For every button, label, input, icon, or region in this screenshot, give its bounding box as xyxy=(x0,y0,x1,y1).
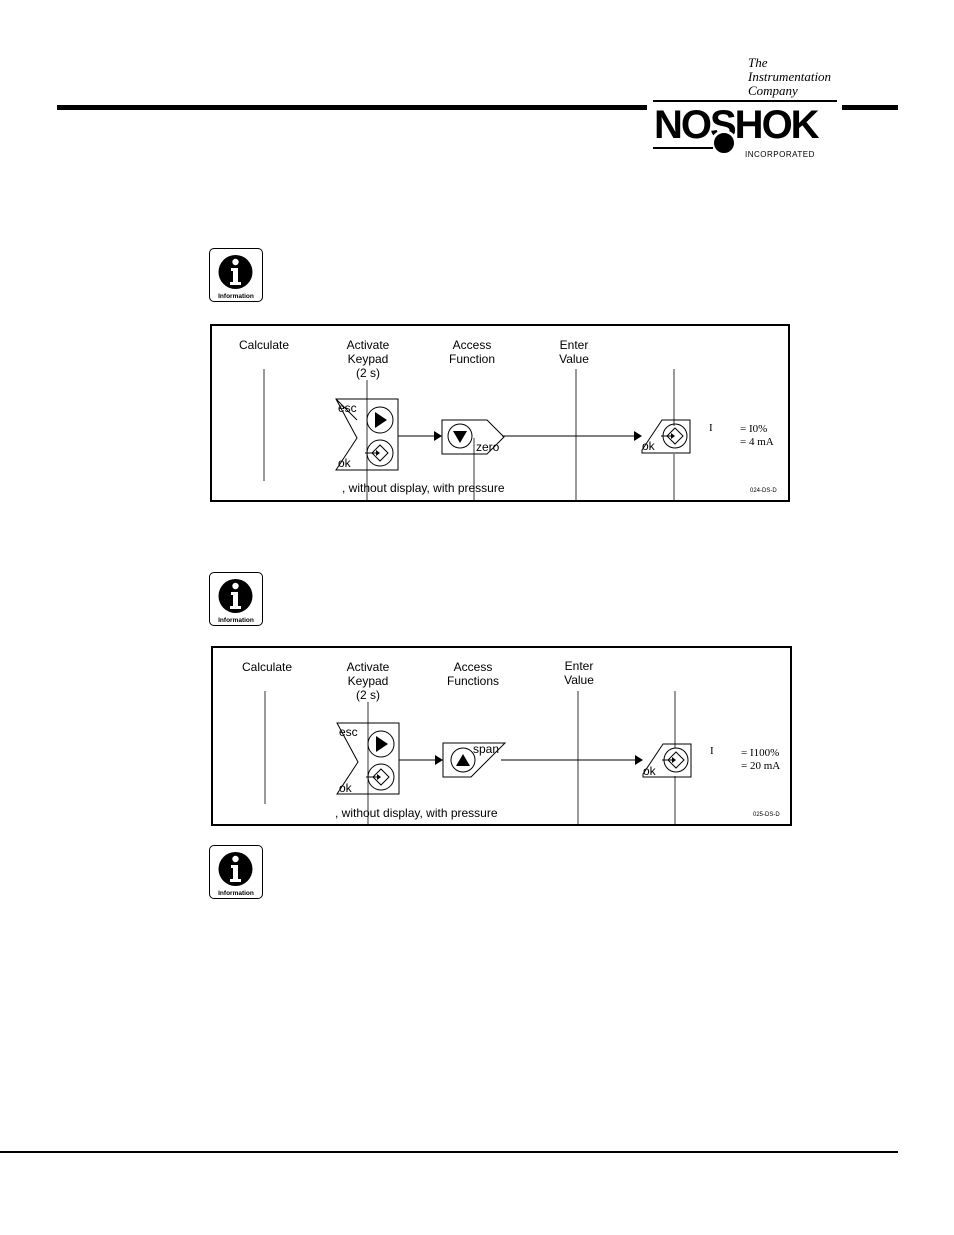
logo-top-line xyxy=(653,100,837,102)
header-rule-left xyxy=(57,105,647,110)
information-label: Information xyxy=(218,890,254,897)
col-access-line-1: Access xyxy=(452,338,492,352)
col-activate-line-1: Activate xyxy=(346,660,390,674)
figure-code: 025-DS-D xyxy=(753,812,780,818)
information-icon: Information xyxy=(209,845,263,899)
information-label: Information xyxy=(218,293,254,300)
ok-key-label-right: ok xyxy=(642,439,655,453)
result-current-symbol: I xyxy=(710,745,714,757)
col-access-line-2: Functions xyxy=(446,674,500,688)
result-values: = I100% = 20 mA xyxy=(741,747,780,773)
result-values: = I0% = 4 mA xyxy=(740,423,774,449)
col-activate-line-3: (2 s) xyxy=(356,366,380,380)
col-access-line-2: Function xyxy=(448,352,496,366)
result-current-symbol: I xyxy=(709,422,713,434)
ok-key-label-right: ok xyxy=(643,764,656,778)
col-enter-line-1: Enter xyxy=(559,338,589,352)
zero-key-label: zero xyxy=(476,440,500,454)
ok-key-label: ok xyxy=(338,456,351,470)
col-enter-value: Enter Value xyxy=(549,659,609,687)
col-enter-line-1: Enter xyxy=(564,659,594,673)
col-activate-line-3: (2 s) xyxy=(356,688,380,702)
zero-adjust-diagram: Calculate Activate Keypad (2 s) Access F… xyxy=(210,324,790,502)
col-access-functions: Access Functions xyxy=(435,660,511,688)
noshok-logo: NOSHOK INCORPORATED xyxy=(653,100,837,166)
information-icon: Information xyxy=(209,572,263,626)
result-line-1: = I100% xyxy=(741,747,780,759)
col-activate-keypad: Activate Keypad (2 s) xyxy=(330,660,406,702)
information-icon: Information xyxy=(209,248,263,302)
esc-key-label: esc xyxy=(339,725,358,739)
col-activate-line-2: Keypad xyxy=(347,352,389,366)
footer-rule xyxy=(0,1151,898,1153)
tagline-line-3: Company xyxy=(748,83,798,98)
col-access-function: Access Function xyxy=(434,338,510,366)
logo-bottom-line xyxy=(653,147,713,149)
col-calculate: Calculate xyxy=(241,660,293,674)
diagram-caption: , without display, with pressure xyxy=(335,806,498,820)
information-label: Information xyxy=(218,617,254,624)
company-tagline: The Instrumentation Company xyxy=(748,56,831,98)
figure-code: 024-DS-D xyxy=(750,488,777,494)
col-access-line-1: Access xyxy=(453,660,493,674)
tagline-line-2: Instrumentation xyxy=(748,69,832,84)
logo-wordmark: NOSHOK xyxy=(654,103,820,147)
col-enter-line-2: Value xyxy=(564,673,594,687)
diagram-caption: , without display, with pressure xyxy=(342,481,505,495)
result-line-2: = 20 mA xyxy=(741,760,781,772)
col-enter-value: Enter Value xyxy=(544,338,604,366)
col-activate-keypad: Activate Keypad (2 s) xyxy=(330,338,406,380)
esc-key-label: esc xyxy=(338,401,357,415)
col-calculate: Calculate xyxy=(238,338,290,352)
logo-circle-icon xyxy=(711,130,737,156)
col-activate-line-2: Keypad xyxy=(347,674,389,688)
logo-subtitle: INCORPORATED xyxy=(745,150,815,159)
header-rule-right xyxy=(842,105,898,110)
col-enter-line-2: Value xyxy=(559,352,589,366)
result-line-1: = I0% xyxy=(740,423,768,435)
tagline-line-1: The xyxy=(748,55,768,70)
col-activate-line-1: Activate xyxy=(346,338,390,352)
span-key-label: span xyxy=(473,742,500,756)
span-adjust-diagram: Calculate Activate Keypad (2 s) Access F… xyxy=(211,646,792,826)
result-line-2: = 4 mA xyxy=(740,436,774,448)
ok-key-label: ok xyxy=(339,781,352,795)
